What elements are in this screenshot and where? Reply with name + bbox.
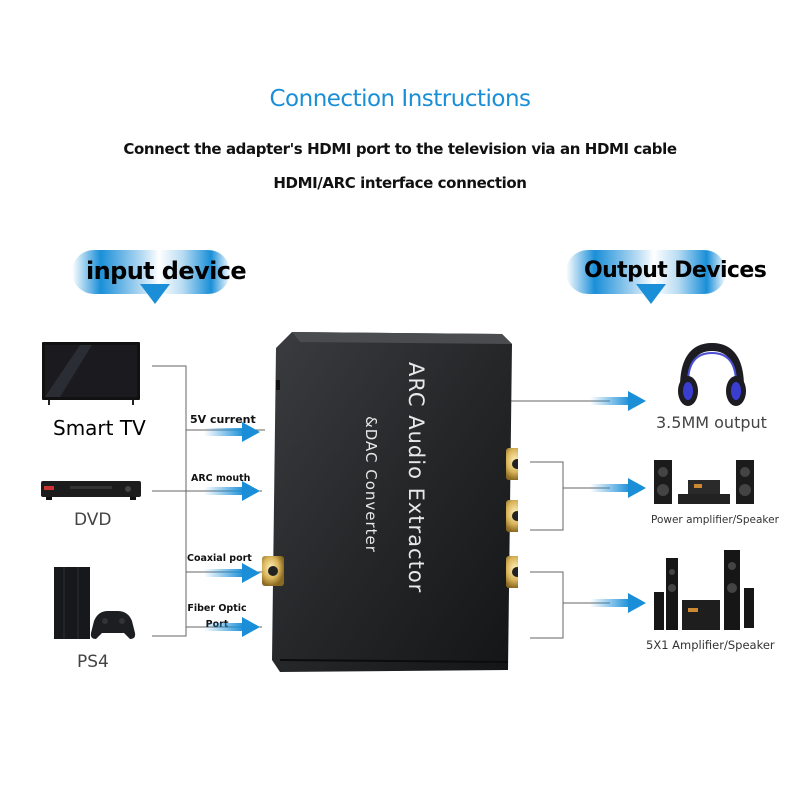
speaker-system-icon: [654, 460, 754, 504]
arrow-right-icon: [590, 593, 646, 613]
input-banner-pointer: [140, 284, 170, 304]
arrow-right-icon: [204, 563, 260, 583]
output-section-title: Output Devices: [584, 258, 767, 283]
device-label-ps4: PS4: [77, 652, 109, 672]
dvd-player-icon: [41, 481, 141, 500]
port-label-arc-mouth: ARC mouth: [191, 473, 251, 484]
instruction-line-2: HDMI/ARC interface connection: [273, 174, 527, 192]
arrow-right-icon: [590, 391, 646, 411]
arrow-right-icon: [204, 422, 260, 442]
device-label-dvd: DVD: [74, 510, 112, 530]
port-label-5v-current: 5V current: [190, 413, 256, 426]
ps4-console-icon: [54, 567, 136, 639]
surround-speaker-icon: [654, 550, 754, 630]
smart-tv-icon: [42, 342, 140, 405]
input-section-title: input device: [86, 257, 247, 285]
arrow-right-icon: [590, 478, 646, 498]
arrow-right-icon: [204, 481, 260, 501]
device-label-smart-tv: Smart TV: [53, 416, 146, 440]
headphones-icon: [678, 343, 746, 406]
output-label-3-5mm: 3.5MM output: [656, 413, 767, 432]
port-label-coaxial: Coaxial port: [187, 553, 252, 564]
output-banner-pointer: [636, 284, 666, 304]
arrow-right-icon: [204, 617, 260, 637]
device-label-line-2: &DAC Converter: [362, 416, 380, 553]
page-title: Connection Instructions: [269, 86, 531, 112]
device-label-line-1: ARC Audio Extractor: [404, 362, 428, 594]
output-label-power-amplifier: Power amplifier/Speaker: [651, 514, 779, 526]
output-label-5x1-amplifier: 5X1 Amplifier/Speaker: [646, 638, 775, 652]
instruction-line-1: Connect the adapter's HDMI port to the t…: [123, 140, 677, 158]
audio-extractor-device: [262, 332, 518, 672]
